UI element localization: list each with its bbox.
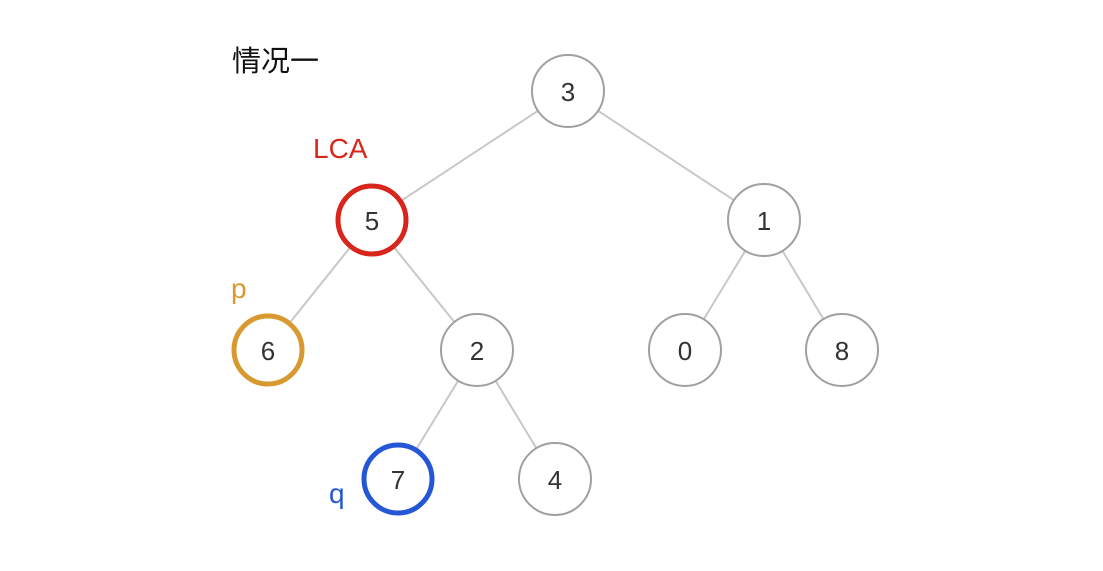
node-value: 0 [678, 336, 692, 366]
tree-node-8: 8 [805, 313, 879, 387]
tree-node-5-lca: 5 [335, 183, 409, 257]
tree-node-2: 2 [440, 313, 514, 387]
node-value: 6 [261, 336, 275, 366]
tree-node-7-q: 7 [361, 442, 435, 516]
node-value: 3 [561, 77, 575, 107]
tree-node-6-p: 6 [231, 313, 305, 387]
node-value: 8 [835, 336, 849, 366]
edge-3-1 [567, 90, 765, 221]
tree-node-0: 0 [648, 313, 722, 387]
p-label: p [231, 273, 247, 304]
node-value: 1 [757, 206, 771, 236]
tree-node-1: 1 [727, 183, 801, 257]
tree-node-4: 4 [518, 442, 592, 516]
node-value: 5 [365, 206, 379, 236]
node-value: 4 [548, 465, 562, 495]
edge-3-5 [371, 90, 569, 221]
tree-node-3: 3 [531, 54, 605, 128]
diagram-title: 情况一 [232, 44, 320, 78]
q-label: q [329, 478, 345, 509]
lca-label: LCA [313, 133, 368, 164]
node-value: 7 [391, 465, 405, 495]
node-value: 2 [470, 336, 484, 366]
